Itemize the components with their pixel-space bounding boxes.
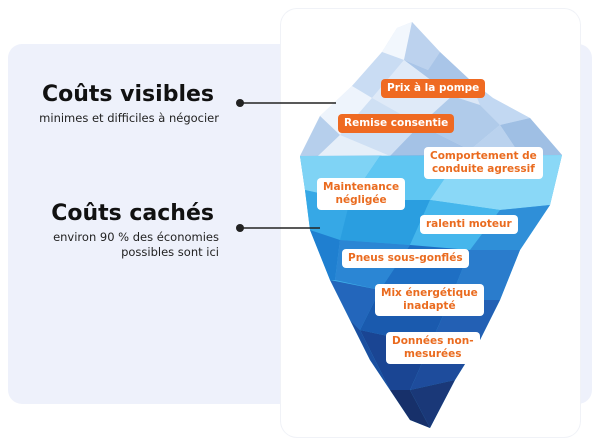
- tag-prix-pompe: Prix à la pompe: [381, 79, 486, 98]
- hidden-costs-subtitle-line2: possibles sont ici: [121, 245, 219, 259]
- tag-donnees-line2: mesurées: [404, 348, 462, 360]
- tag-comportement-line1: Comportement de: [430, 150, 537, 162]
- visible-costs-title: Coûts visibles: [41, 82, 214, 107]
- tag-remise-consentie: Remise consentie: [338, 114, 455, 133]
- tag-maintenance: Maintenance négligée: [317, 178, 406, 210]
- tag-mix-line2: inadapté: [403, 300, 456, 312]
- tag-remise-label: Remise consentie: [344, 117, 449, 129]
- tag-mix-energetique: Mix énergétique inadapté: [375, 284, 484, 316]
- tag-comportement-conduite: Comportement de conduite agressif: [424, 147, 543, 179]
- visible-connector-dot: [236, 99, 244, 107]
- tag-comportement-line2: conduite agressif: [431, 163, 535, 175]
- hidden-connector-dot: [236, 224, 244, 232]
- tag-ralenti-moteur: ralenti moteur: [420, 215, 518, 234]
- tag-maintenance-line2: négligée: [335, 194, 387, 206]
- tag-pneus-label: Pneus sous-gonflés: [348, 252, 463, 264]
- tag-ralenti-label: ralenti moteur: [426, 218, 512, 230]
- hidden-costs-title: Coûts cachés: [51, 201, 214, 226]
- visible-costs-subtitle: minimes et difficiles à négocier: [39, 111, 219, 125]
- tag-mix-line1: Mix énergétique: [381, 287, 478, 299]
- tag-prix-pompe-label: Prix à la pompe: [387, 82, 480, 94]
- tag-donnees: Données non- mesurées: [386, 332, 480, 364]
- hidden-costs-subtitle-line1: environ 90 % des économies: [53, 230, 219, 244]
- tag-maintenance-line1: Maintenance: [323, 181, 400, 193]
- tag-donnees-line1: Données non-: [392, 335, 474, 347]
- tag-pneus: Pneus sous-gonflés: [342, 249, 469, 268]
